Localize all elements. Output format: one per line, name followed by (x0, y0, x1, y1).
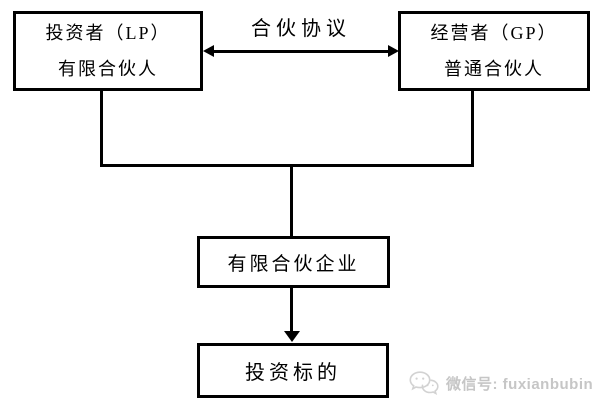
box-investor-lp-line1: 投资者（LP） (45, 23, 171, 43)
down-arrow-head-icon (284, 331, 300, 342)
box-investor-lp: 投资者（LP） 有限合伙人 (13, 11, 203, 91)
connector-right-drop (471, 91, 474, 167)
box-limited-partnership-label: 有限合伙企业 (227, 253, 360, 275)
box-investment-target: 投资标的 (197, 343, 389, 398)
box-limited-partnership: 有限合伙企业 (197, 236, 390, 288)
double-arrow-right-head-icon (388, 45, 399, 57)
box-operator-gp: 经营者（GP） 普通合伙人 (398, 11, 590, 91)
connector-center-drop (290, 167, 293, 236)
box-investor-lp-line2: 有限合伙人 (58, 59, 158, 79)
box-operator-gp-line1: 经营者（GP） (430, 23, 558, 43)
box-investment-target-label: 投资标的 (245, 362, 341, 384)
connector-horizontal (100, 164, 474, 167)
double-arrow-line (213, 50, 389, 53)
watermark: 微信号: fuxianbubin (408, 370, 593, 397)
connector-left-drop (100, 91, 103, 167)
down-arrow-line (290, 288, 293, 332)
box-operator-gp-line2: 普通合伙人 (444, 59, 544, 79)
double-arrow-left-head-icon (203, 45, 214, 57)
partnership-agreement-label: 合伙协议 (251, 18, 351, 40)
watermark-text: 微信号: fuxianbubin (446, 376, 594, 393)
wechat-icon (408, 370, 440, 397)
